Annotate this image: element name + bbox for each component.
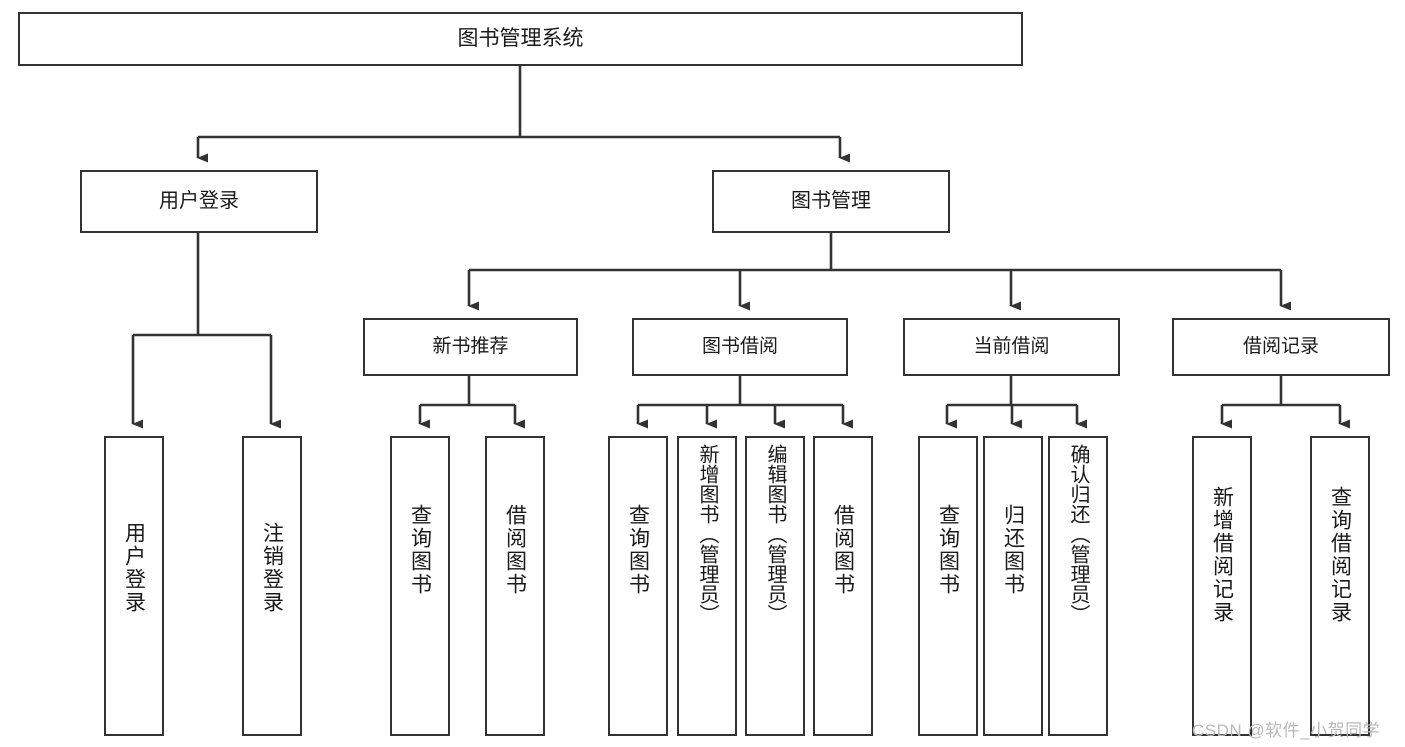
leaf-confirm-return-admin[interactable]: 确认归还（管理员）	[1048, 436, 1108, 736]
node-book-management-system[interactable]: 图书管理系统	[18, 12, 1023, 66]
node-label: 查询借阅记录	[1328, 486, 1352, 624]
node-label: 用户登录	[159, 189, 239, 212]
node-label: 图书借阅	[701, 335, 778, 357]
node-borrow-records[interactable]: 借阅记录	[1172, 318, 1390, 376]
node-user-login[interactable]: 用户登录	[80, 170, 318, 233]
leaf-add-book-admin[interactable]: 新增图书（管理员）	[677, 436, 737, 736]
node-label: 查询图书	[408, 504, 432, 596]
leaf-user-login[interactable]: 用户登录	[104, 436, 164, 736]
leaf-edit-book-admin[interactable]: 编辑图书（管理员）	[745, 436, 805, 736]
leaf-query-books-recommend[interactable]: 查询图书	[390, 436, 450, 736]
leaf-query-books-current[interactable]: 查询图书	[918, 436, 978, 736]
node-label: 图书管理	[791, 189, 871, 212]
node-label: 借阅图书	[503, 504, 527, 596]
node-label: 注销登录	[260, 522, 284, 614]
node-label: 归还图书	[1001, 504, 1025, 596]
node-label: 图书管理系统	[457, 26, 584, 50]
node-label: 确认归还（管理员）	[1067, 444, 1089, 624]
node-label: 借阅图书	[831, 504, 855, 596]
node-label: 用户登录	[122, 522, 146, 614]
leaf-return-books[interactable]: 归还图书	[983, 436, 1043, 736]
node-book-borrow[interactable]: 图书借阅	[632, 318, 848, 376]
leaf-logout[interactable]: 注销登录	[242, 436, 302, 736]
node-label: 新增图书（管理员）	[696, 444, 718, 624]
leaf-borrow-books-recommend[interactable]: 借阅图书	[485, 436, 545, 736]
node-label: 编辑图书（管理员）	[764, 444, 786, 624]
node-current-borrow[interactable]: 当前借阅	[903, 318, 1120, 376]
node-label: 查询图书	[936, 504, 960, 596]
node-new-book-recommend[interactable]: 新书推荐	[363, 318, 578, 376]
node-book-management[interactable]: 图书管理	[712, 170, 950, 233]
node-label: 当前借阅	[973, 335, 1050, 357]
leaf-query-books-borrow[interactable]: 查询图书	[608, 436, 668, 736]
leaf-query-borrow-record[interactable]: 查询借阅记录	[1310, 436, 1370, 736]
node-label: 借阅记录	[1242, 335, 1319, 357]
node-label: 查询图书	[626, 504, 650, 596]
leaf-add-borrow-record[interactable]: 新增借阅记录	[1192, 436, 1252, 736]
node-label: 新书推荐	[432, 335, 509, 357]
leaf-borrow-books[interactable]: 借阅图书	[813, 436, 873, 736]
csdn-watermark: CSDN @软件_小贺同学	[1192, 721, 1381, 740]
node-label: 新增借阅记录	[1210, 486, 1234, 624]
